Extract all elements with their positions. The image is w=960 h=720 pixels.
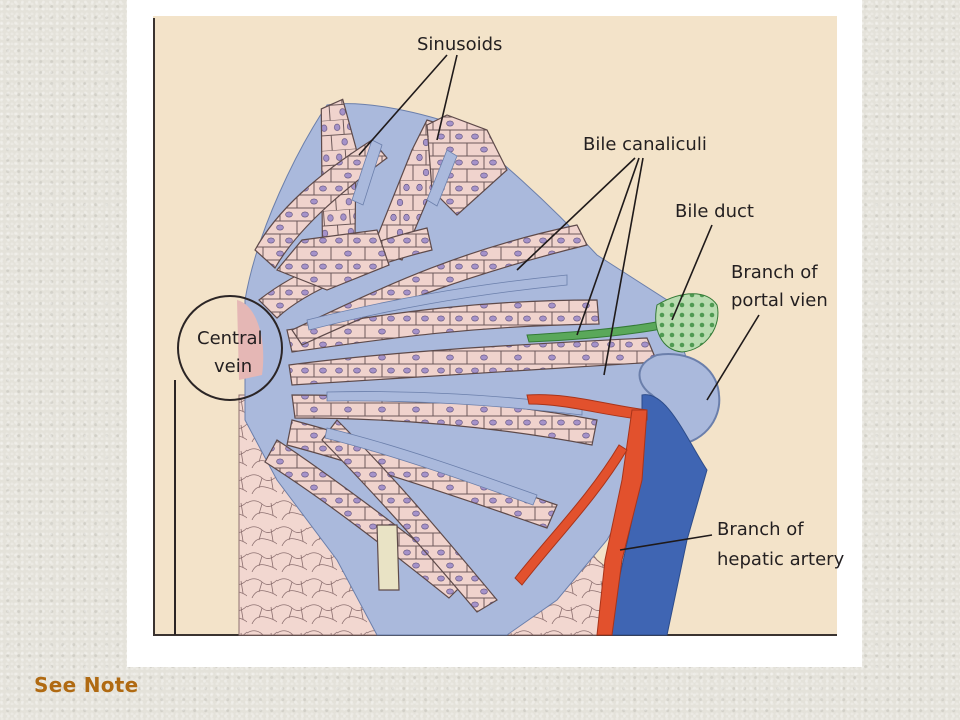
bile-canaliculi-leader-2	[576, 157, 640, 336]
liver-lobule-illustration: Central vein Sinusoids Bile canaliculi B…	[127, 0, 862, 667]
bile-canaliculi-leader-3	[603, 157, 644, 376]
sinusoids-label: Sinusoids	[417, 34, 502, 55]
bile-canaliculi-label: Bile canaliculi	[583, 134, 707, 155]
portal-vein-branch	[606, 394, 708, 636]
bile-duct-leader	[671, 224, 713, 321]
sinusoid-channels	[306, 139, 583, 506]
sinusoids-leader-2	[436, 54, 458, 141]
see-note-link[interactable]: See Note	[34, 673, 139, 697]
bile-duct-label: Bile duct	[675, 201, 754, 222]
liver-lobule-diagram: Central vein Sinusoids Bile canaliculi B…	[127, 0, 862, 667]
leader-lines	[358, 54, 760, 551]
hepatic-artery-label-1: Branch of	[717, 519, 804, 540]
portal-vein-label-1: Branch of	[731, 262, 818, 283]
bile-duct	[655, 293, 719, 353]
central-vein-marker: Central vein	[174, 295, 283, 635]
hepatic-artery-leader	[619, 534, 713, 551]
central-vein-label-1: Central	[197, 328, 263, 349]
portal-vein-leader	[706, 314, 760, 401]
hepatic-artery-branch-lower	[514, 444, 628, 586]
sinusoids-leader-1	[358, 54, 448, 156]
hepatic-artery-label-2: hepatic artery	[717, 549, 845, 570]
bile-canaliculi-leader-1	[516, 157, 636, 271]
hepatic-artery-trunk	[596, 409, 648, 636]
portal-vein-label-2: portal vien	[731, 290, 828, 311]
central-vein-label-2: vein	[214, 356, 252, 377]
central-vein-lumen	[237, 300, 264, 380]
